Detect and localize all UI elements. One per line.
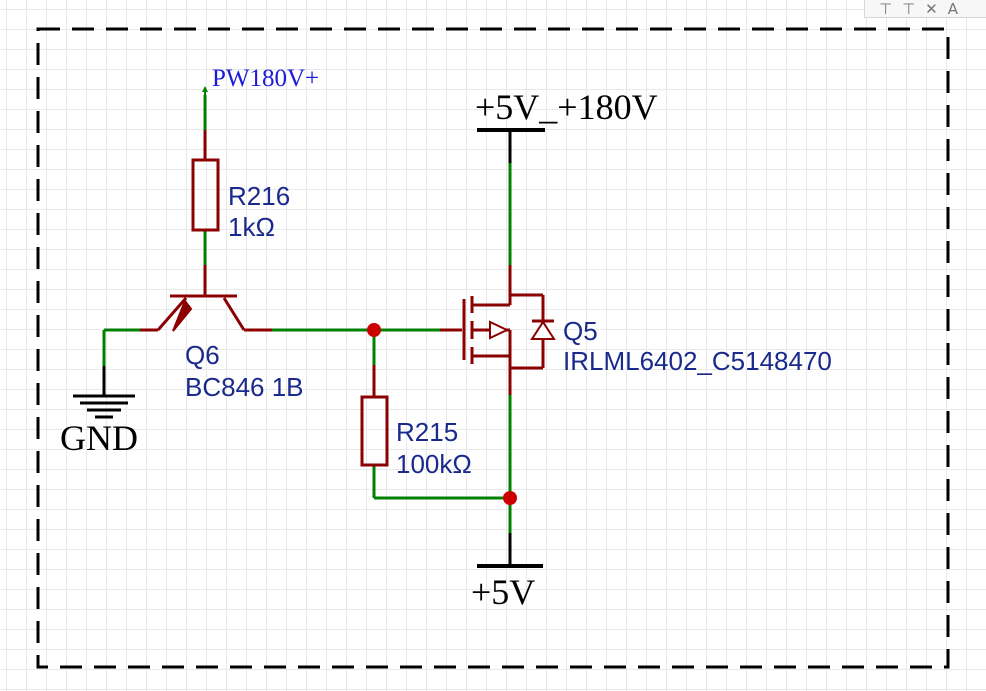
close-icon[interactable]: ✕ [925,0,938,18]
text-icon[interactable]: A [947,0,958,18]
power-symbol-5v-180v[interactable]: +5V_+180V [475,87,658,163]
junction-dot [503,491,517,505]
align-middle-icon[interactable]: ⊤ [902,0,916,18]
mosfet-q5[interactable] [440,265,556,395]
power-symbol-5v[interactable]: +5V [471,533,543,612]
align-top-icon[interactable]: ⊤ [879,0,893,18]
resistor-r216[interactable] [191,130,220,232]
r215-ref: R215 [396,417,458,447]
sheet-border [36,27,950,669]
r215-value: 100kΩ [396,449,472,479]
q5-value: IRLML6402_C5148470 [563,346,832,376]
power-label-5v-180v: +5V_+180V [475,87,658,127]
q6-ref: Q6 [185,340,220,370]
power-label-5v: +5V [471,572,535,612]
r216-value: 1kΩ [228,212,275,242]
q5-ref: Q5 [563,316,598,346]
net-label-pw180v: PW180V+ [212,65,319,92]
ground-label: GND [60,418,138,458]
net-flag-pw180v[interactable]: PW180V+ [202,65,319,95]
ground-symbol[interactable] [73,366,135,419]
wires [102,95,512,533]
resistor-r215[interactable] [360,365,389,467]
r216-ref: R216 [228,181,290,211]
alignment-toolbar: ⊤ ⊤ ✕ A [864,0,986,18]
transistor-q6[interactable] [140,265,272,332]
q6-value: BC846 1B [185,372,304,402]
junction-dot [367,323,381,337]
